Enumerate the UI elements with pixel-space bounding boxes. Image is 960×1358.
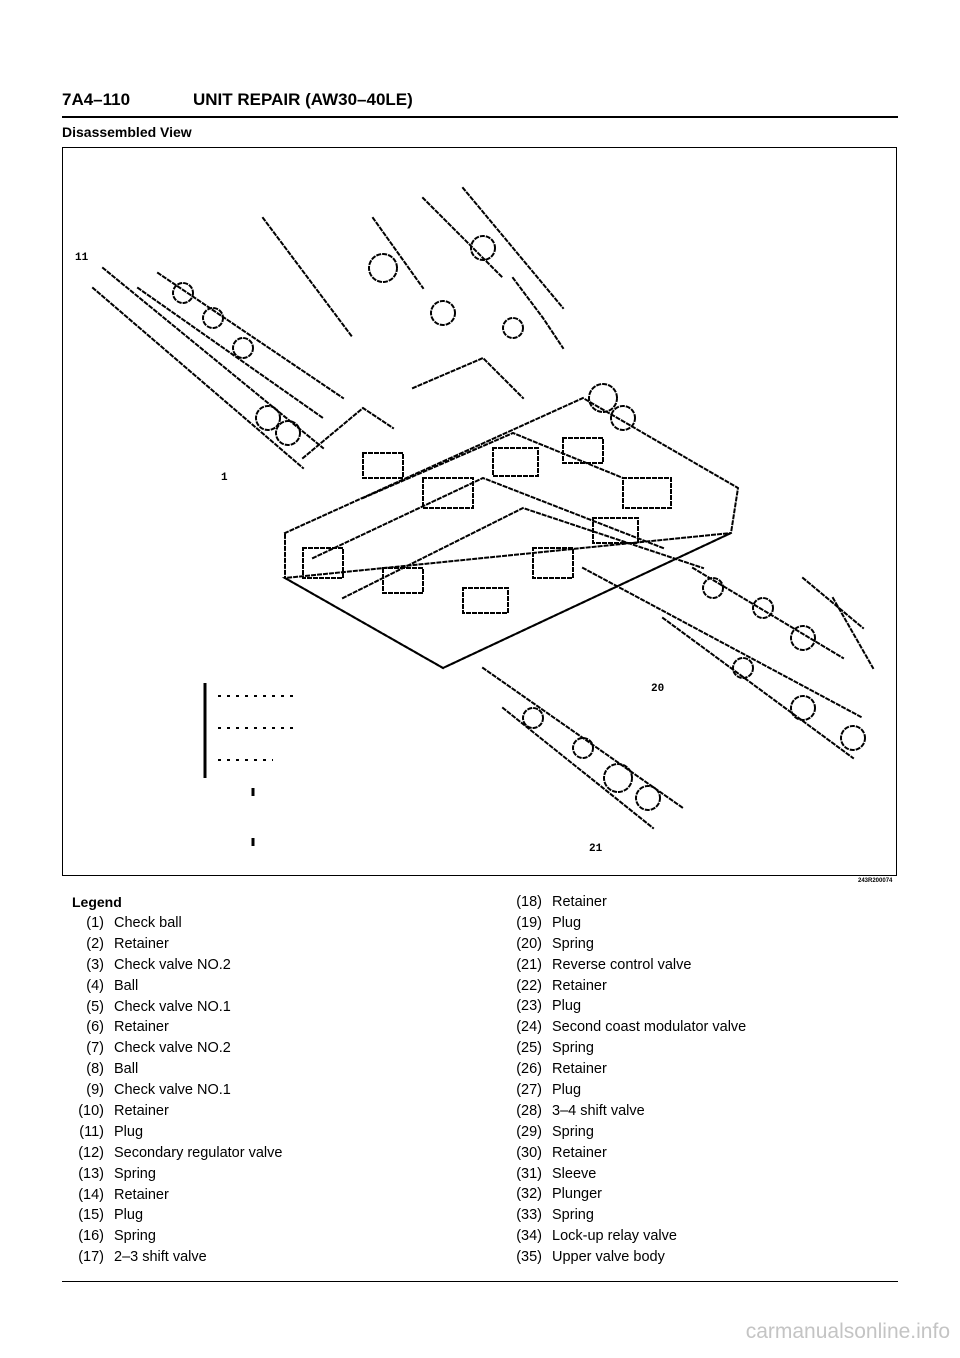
callout-label: 21 [589,843,603,855]
exploded-view-figure: 1 21 20 11 [62,147,897,876]
footer-rule [62,1281,898,1282]
callout-label: 20 [651,683,664,695]
watermark: carmanualsonline.info [745,1320,950,1343]
valve-body-exploded-drawing: 1 21 20 11 [75,186,875,855]
callout-label: 1 [221,472,228,484]
section-title: Disassembled View [62,124,192,140]
section-number: 7A4–110 [62,90,131,109]
page-header: 7A4–110 UNIT REPAIR (AW30–40LE) [62,88,898,118]
legend-heading: Legend [72,894,122,910]
figure-code: 243R200074 [858,878,893,884]
callout-label: 11 [75,252,89,264]
page-title: UNIT REPAIR (AW30–40LE) [193,90,413,109]
